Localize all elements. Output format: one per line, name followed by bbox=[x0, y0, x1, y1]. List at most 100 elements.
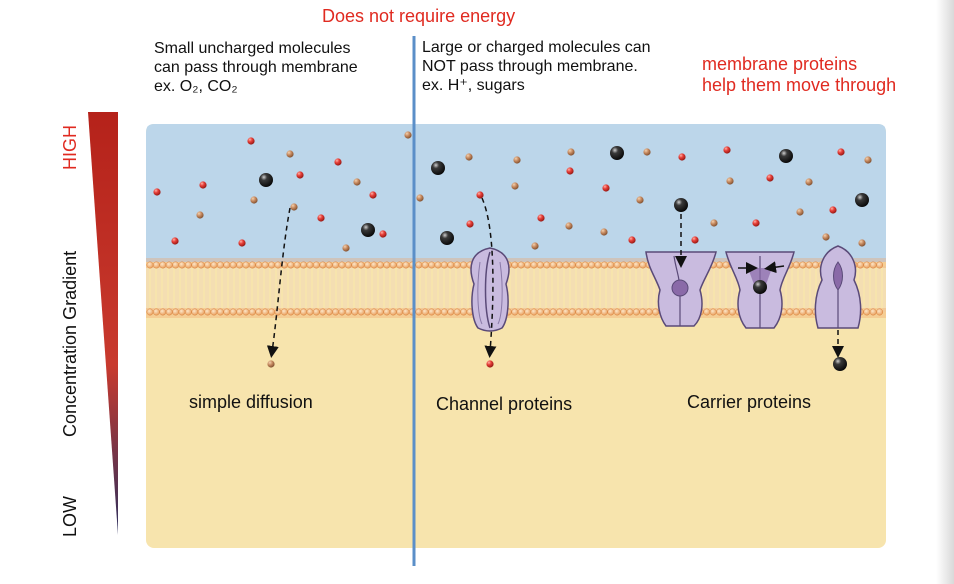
phospholipid-head bbox=[536, 308, 544, 316]
phospholipid-head bbox=[639, 261, 647, 269]
gradient-low-label: LOW bbox=[60, 495, 80, 537]
small-molecule bbox=[636, 196, 644, 204]
phospholipid-head bbox=[434, 308, 442, 316]
phospholipid-head bbox=[415, 261, 423, 269]
small-molecule bbox=[466, 220, 474, 228]
small-molecule bbox=[286, 150, 294, 158]
small-molecule bbox=[342, 244, 350, 252]
desc-line: NOT pass through membrane. bbox=[422, 58, 638, 75]
small-molecule bbox=[511, 182, 519, 190]
small-molecule bbox=[250, 196, 258, 204]
phospholipid-head bbox=[434, 261, 442, 269]
phospholipid-head bbox=[447, 261, 455, 269]
phospholipid-head bbox=[184, 261, 192, 269]
phospholipid-head bbox=[197, 261, 205, 269]
small-molecule bbox=[602, 184, 610, 192]
small-molecule bbox=[247, 137, 255, 145]
phospholipid-head bbox=[172, 308, 180, 316]
small-molecule bbox=[565, 222, 573, 230]
phospholipid-head bbox=[172, 261, 180, 269]
small-molecule bbox=[267, 360, 275, 368]
small-molecule bbox=[567, 148, 575, 156]
large-molecule bbox=[833, 357, 847, 371]
phospholipid-head bbox=[364, 261, 372, 269]
phospholipid-head bbox=[332, 261, 340, 269]
gradient-high-label: HIGH bbox=[60, 125, 80, 170]
small-molecule bbox=[752, 219, 760, 227]
phospholipid-head bbox=[869, 308, 877, 316]
phospholipid-head bbox=[511, 261, 519, 269]
phospholipid-head bbox=[165, 308, 173, 316]
phospholipid-head bbox=[556, 261, 564, 269]
phospholipid-head bbox=[460, 261, 468, 269]
desc-line: ex. O₂, CO₂ bbox=[154, 78, 238, 95]
phospholipid-head bbox=[530, 308, 538, 316]
phospholipid-head bbox=[152, 308, 160, 316]
phospholipid-head bbox=[728, 308, 736, 316]
phospholipid-head bbox=[370, 261, 378, 269]
phospholipid-head bbox=[312, 261, 320, 269]
small-molecules-description: Small uncharged molecules can pass throu… bbox=[154, 39, 358, 96]
phospholipid-head bbox=[805, 261, 813, 269]
small-molecule bbox=[837, 148, 845, 156]
small-molecule bbox=[196, 211, 204, 219]
small-molecule bbox=[628, 236, 636, 244]
phospholipid-head bbox=[632, 308, 640, 316]
channel-arrow bbox=[481, 197, 497, 358]
phospholipid-head bbox=[517, 261, 525, 269]
phospholipid-head bbox=[581, 308, 589, 316]
small-molecule bbox=[864, 156, 872, 164]
phospholipid-head bbox=[876, 261, 884, 269]
phospholipid-head bbox=[344, 261, 352, 269]
phospholipid-head bbox=[792, 308, 800, 316]
small-molecule bbox=[171, 237, 179, 245]
large-molecule bbox=[779, 149, 793, 163]
phospholipid-head bbox=[588, 261, 596, 269]
phospholipid-head bbox=[191, 261, 199, 269]
phospholipid-head bbox=[319, 261, 327, 269]
channel-protein bbox=[470, 247, 510, 332]
phospholipid-head bbox=[229, 308, 237, 316]
phospholipid-head bbox=[300, 308, 308, 316]
small-molecule bbox=[805, 178, 813, 186]
phospholipid-head bbox=[402, 261, 410, 269]
phospholipid-head bbox=[300, 261, 308, 269]
small-molecule bbox=[600, 228, 608, 236]
desc-line: Large or charged molecules can bbox=[422, 39, 651, 56]
phospholipid-head bbox=[639, 308, 647, 316]
phospholipid-head bbox=[204, 308, 212, 316]
phospholipid-head bbox=[581, 261, 589, 269]
phospholipid-head bbox=[556, 308, 564, 316]
phospholipid-head bbox=[255, 308, 263, 316]
phospholipid-head bbox=[389, 308, 397, 316]
phospholipid-head bbox=[632, 261, 640, 269]
phospholipid-head bbox=[287, 308, 295, 316]
phospholipid-head bbox=[575, 261, 583, 269]
large-molecule bbox=[753, 280, 767, 294]
phospholipid-head bbox=[594, 261, 602, 269]
small-molecule bbox=[822, 233, 830, 241]
phospholipid-head bbox=[876, 308, 884, 316]
small-molecule bbox=[513, 156, 521, 164]
phospholipid-head bbox=[306, 261, 314, 269]
phospholipid-head bbox=[600, 261, 608, 269]
phospholipid-head bbox=[440, 308, 448, 316]
channel-proteins-label: Channel proteins bbox=[436, 394, 573, 414]
phospholipid-head bbox=[364, 308, 372, 316]
phospholipid-head bbox=[568, 308, 576, 316]
phospholipid-head bbox=[274, 261, 282, 269]
small-molecule bbox=[404, 131, 412, 139]
small-molecule bbox=[766, 174, 774, 182]
phospholipid-head bbox=[146, 308, 154, 316]
phospholipid-head bbox=[293, 261, 301, 269]
small-molecule bbox=[710, 219, 718, 227]
desc-line: Small uncharged molecules bbox=[154, 40, 351, 57]
phospholipid-head bbox=[319, 308, 327, 316]
phospholipid-head bbox=[722, 308, 730, 316]
phospholipid-head bbox=[536, 261, 544, 269]
phospholipid-head bbox=[287, 261, 295, 269]
phospholipid-head bbox=[517, 308, 525, 316]
carrier-squeeze-right-arrow bbox=[764, 261, 785, 274]
phospholipid-head bbox=[402, 308, 410, 316]
phospholipid-head bbox=[383, 308, 391, 316]
